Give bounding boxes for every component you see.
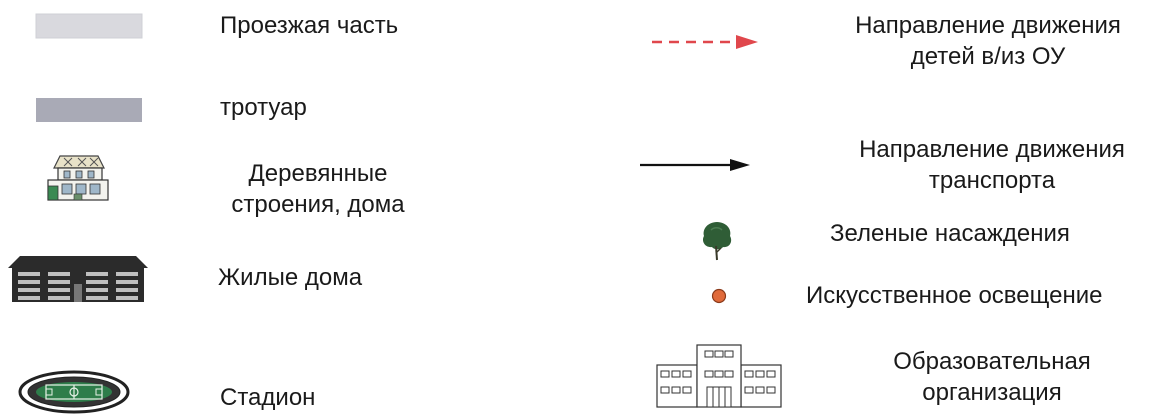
traffic-label-line1: Направление движения <box>859 136 1125 163</box>
school-label: Образовательная организация <box>820 346 1164 408</box>
wooden-houses-label-line2: строения, дома <box>231 191 405 218</box>
orange-dot-icon <box>711 288 727 304</box>
school-building-icon <box>656 343 782 409</box>
stadium-icon <box>18 370 130 414</box>
children-route-label: Направление движения детей в/из ОУ <box>816 10 1160 72</box>
school-label-line2: организация <box>922 379 1062 406</box>
apartment-building-icon <box>8 254 148 304</box>
residential-label: Жилые дома <box>218 264 363 291</box>
children-route-label-line1: Направление движения <box>855 12 1121 39</box>
dashed-red-arrow-icon <box>650 32 760 52</box>
sidewalk-label: тротуар <box>220 94 307 121</box>
school-label-line1: Образовательная <box>893 348 1091 375</box>
wooden-houses-label-line1: Деревянные <box>248 160 388 187</box>
wooden-house-icon <box>44 154 114 204</box>
sidewalk-swatch <box>36 98 142 122</box>
wooden-houses-label: Деревянные строения, дома <box>218 158 418 220</box>
road-label: Проезжая часть <box>220 12 399 39</box>
road-swatch <box>35 13 143 39</box>
children-route-label-line2: детей в/из ОУ <box>910 43 1066 70</box>
tree-icon <box>700 220 734 262</box>
stadium-label: Стадион <box>220 384 316 411</box>
traffic-label: Направление движения транспорта <box>820 134 1164 196</box>
black-arrow-icon <box>640 155 752 175</box>
traffic-label-line2: транспорта <box>928 167 1056 194</box>
lighting-label: Искусственное освещение <box>806 282 1103 309</box>
greenery-label: Зеленые насаждения <box>830 220 1070 247</box>
